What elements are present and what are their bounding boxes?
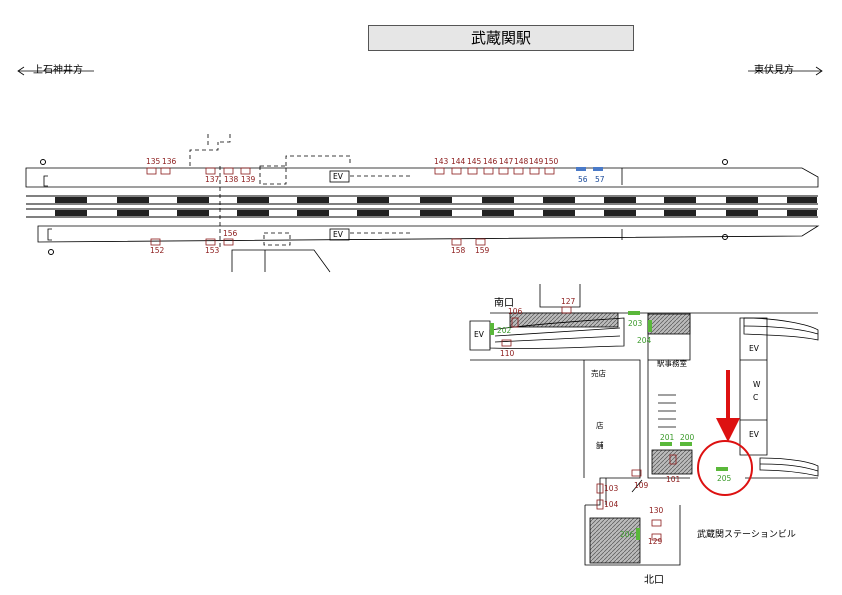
ev-label: EV (333, 172, 343, 181)
tracks (26, 195, 818, 218)
door-number: 147 (499, 157, 514, 166)
shop-label-1: 店 (596, 421, 604, 430)
door-number: 138 (224, 175, 239, 184)
door-number: 158 (451, 246, 466, 255)
blue-number: 57 (595, 175, 605, 184)
pillar-marker (722, 159, 728, 165)
direction-right-label: 東伏見方 (754, 65, 794, 76)
station-office-label: 駅事務室 (657, 359, 687, 368)
green-markers (490, 311, 728, 540)
highlight-circle (697, 440, 753, 496)
door-number: 152 (150, 246, 165, 255)
ev-label: EV (749, 344, 759, 353)
green-number: 201 (660, 433, 675, 442)
green-number: 204 (637, 336, 652, 345)
door-number: 127 (561, 297, 576, 306)
building-label: 武蔵関ステーションビル (697, 530, 796, 540)
door-number: 153 (205, 246, 220, 255)
door-number: 145 (467, 157, 482, 166)
door-number: 137 (205, 175, 220, 184)
green-number: 200 (680, 433, 695, 442)
direction-left-label: 上石神井方 (33, 65, 83, 76)
door-number: 104 (604, 500, 619, 509)
door-number: 148 (514, 157, 529, 166)
door-number: 146 (483, 157, 498, 166)
south-exit-label: 南口 (494, 298, 514, 309)
upper-platform (25, 134, 819, 248)
lower-door-markers (150, 238, 486, 246)
shop-label-2: 舗 (596, 441, 604, 450)
page-title: 武蔵関駅 (368, 25, 634, 51)
door-number: 101 (666, 475, 681, 484)
upper-blue-markers (576, 167, 603, 171)
green-number: 202 (497, 326, 512, 335)
door-number: 103 (604, 484, 619, 493)
door-number: 144 (451, 157, 466, 166)
door-number: 139 (241, 175, 256, 184)
door-number: 156 (223, 229, 238, 238)
door-number: 135 (146, 157, 161, 166)
lower-platform (37, 225, 820, 273)
door-number: 159 (475, 246, 490, 255)
green-number: 205 (717, 474, 732, 483)
blue-number: 56 (578, 175, 588, 184)
wc-label-1: W (753, 380, 761, 389)
green-number: 206 (620, 530, 635, 539)
door-number: 130 (649, 506, 664, 515)
door-number: 110 (500, 349, 515, 358)
door-number: 143 (434, 157, 449, 166)
left-direction-arrow (17, 66, 94, 76)
door-number: 109 (634, 481, 649, 490)
door-number: 149 (529, 157, 544, 166)
wc-label-2: C (753, 393, 759, 402)
pillar-marker (48, 249, 54, 255)
pillar-marker (40, 159, 46, 165)
kiosk-label: 売店 (591, 369, 606, 378)
green-number: 203 (628, 319, 643, 328)
upper-door-markers (146, 167, 555, 175)
door-number: 136 (162, 157, 177, 166)
door-number: 150 (544, 157, 559, 166)
door-number: 129 (648, 537, 663, 546)
ev-label: EV (749, 430, 759, 439)
pillar-marker (722, 234, 728, 240)
ev-label: EV (333, 230, 343, 239)
stairs (489, 312, 819, 564)
south-door-markers (501, 306, 677, 541)
right-direction-arrow (748, 66, 823, 76)
ev-label: EV (474, 330, 484, 339)
door-number: 106 (508, 307, 523, 316)
north-exit-label: 北口 (644, 575, 664, 586)
highlight-arrow (716, 370, 740, 442)
